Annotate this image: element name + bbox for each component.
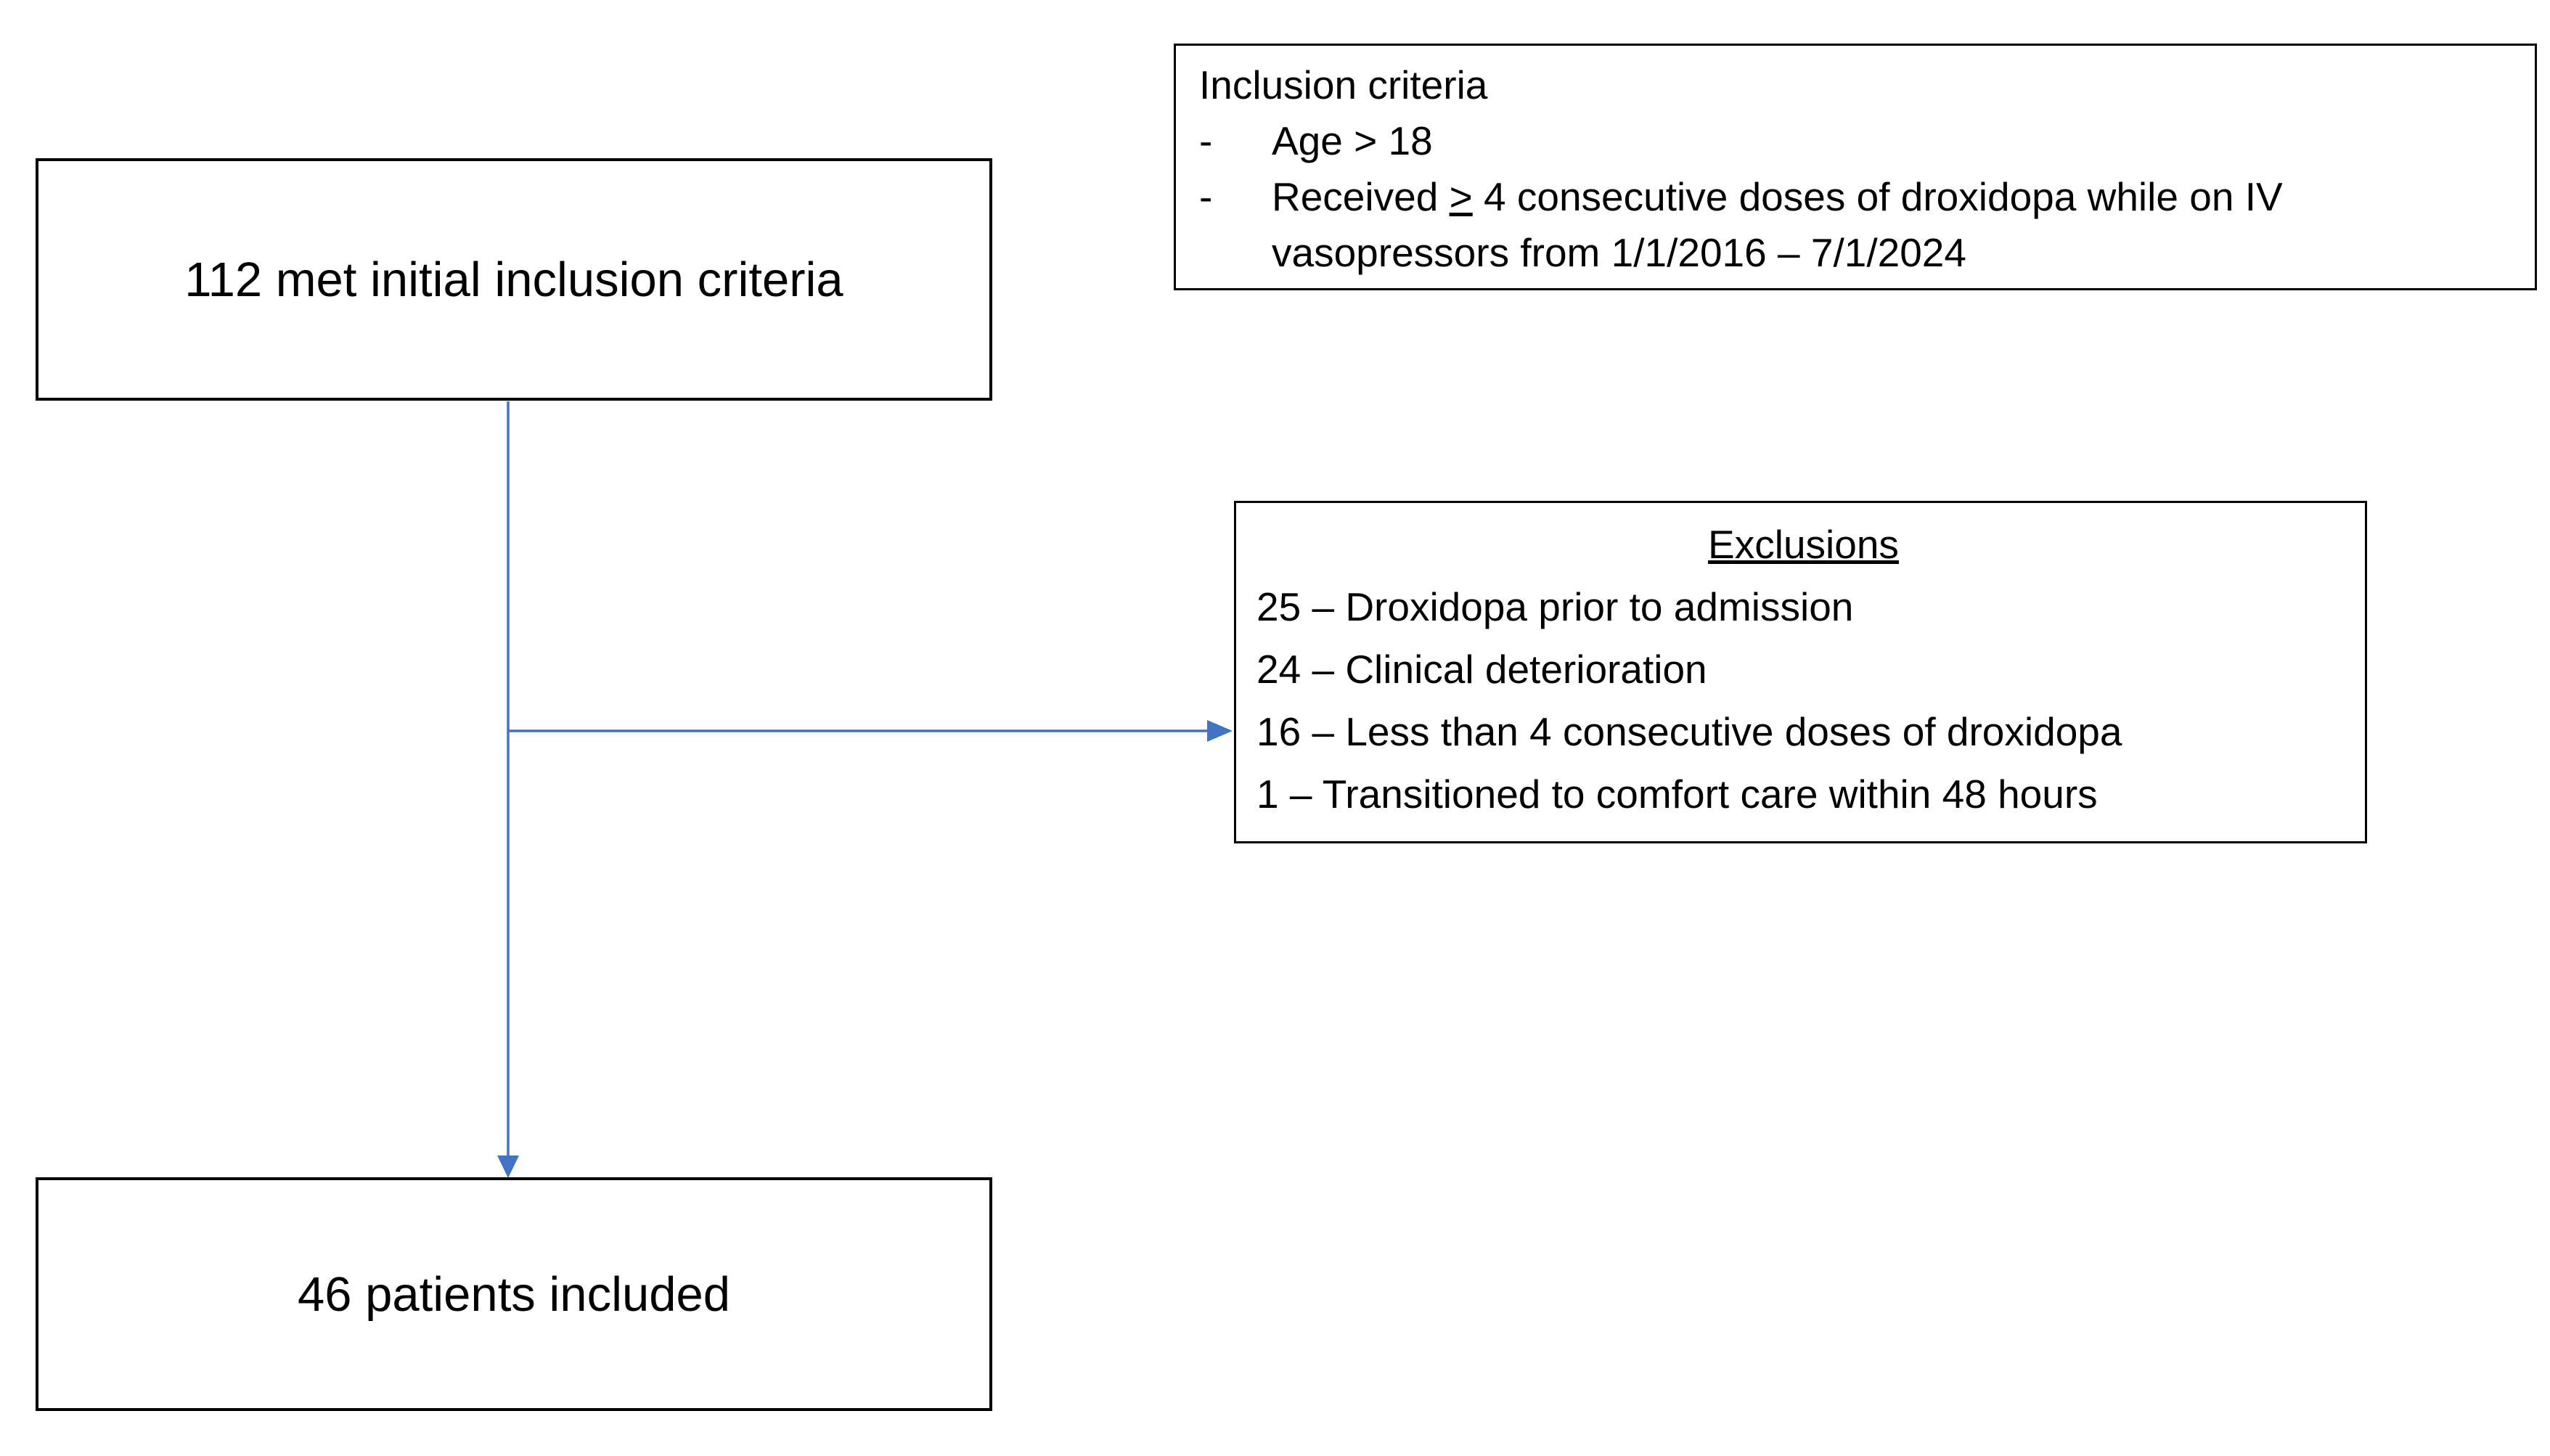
inclusion-item-doses-prefix: Received <box>1272 174 1450 219</box>
exclusion-item: 24 – Clinical deterioration <box>1256 647 1707 692</box>
exclusions-title: Exclusions <box>1708 522 1899 567</box>
included-patients-label: 46 patients included <box>298 1267 730 1322</box>
bullet-dash: - <box>1199 174 1213 219</box>
arrowhead-down-icon <box>497 1156 519 1178</box>
initial-cohort-box: 112 met initial inclusion criteria <box>36 158 992 401</box>
inclusion-criteria-item: - Age > 18 <box>1199 113 2517 169</box>
exclusion-item: 25 – Droxidopa prior to admission <box>1256 584 1854 629</box>
inclusion-criteria-title: Inclusion criteria <box>1199 62 1488 107</box>
greater-equal-symbol: > <box>1449 174 1473 219</box>
inclusion-item-doses: Received > 4 consecutive doses of droxid… <box>1272 169 2397 281</box>
exclusions-box: Exclusions 25 – Droxidopa prior to admis… <box>1234 501 2367 843</box>
exclusion-item: 16 – Less than 4 consecutive doses of dr… <box>1256 709 2122 754</box>
exclusion-item: 1 – Transitioned to comfort care within … <box>1256 772 2098 817</box>
initial-cohort-label: 112 met initial inclusion criteria <box>184 252 843 307</box>
inclusion-criteria-item: - Received > 4 consecutive doses of drox… <box>1199 169 2517 281</box>
included-patients-box: 46 patients included <box>36 1177 992 1411</box>
bullet-dash: - <box>1199 118 1213 163</box>
inclusion-item-age: Age > 18 <box>1272 118 1433 163</box>
arrowhead-right-icon <box>1207 720 1233 742</box>
inclusion-criteria-box: Inclusion criteria - Age > 18 - Received… <box>1174 44 2537 290</box>
inclusion-item-doses-rest: 4 consecutive doses of droxidopa while o… <box>1272 174 2283 275</box>
